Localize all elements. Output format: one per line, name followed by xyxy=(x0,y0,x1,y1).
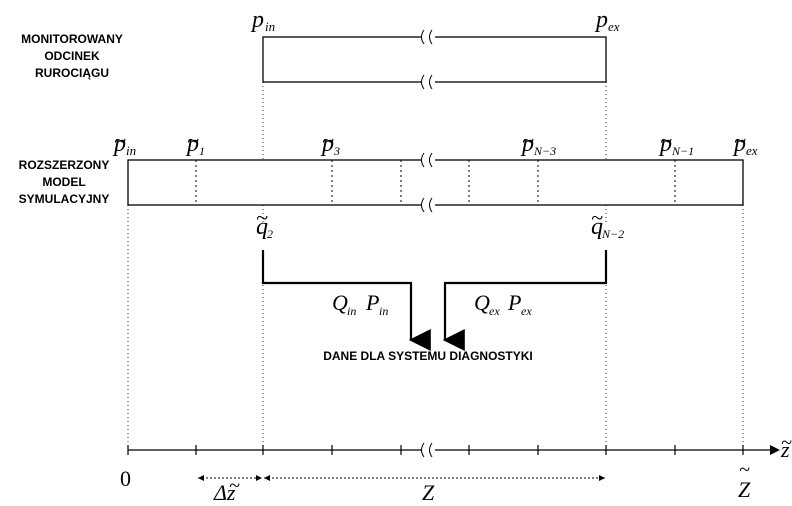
svg-text:p: p xyxy=(594,7,608,33)
symbol-qt-2: ~ q 2 xyxy=(256,205,273,241)
axis-ticks xyxy=(127,445,744,455)
svg-text:ex: ex xyxy=(489,304,500,318)
extended-label-line1: ROZSZERZONY xyxy=(19,158,110,172)
symbol-p-in: p in xyxy=(250,7,275,34)
svg-text:~: ~ xyxy=(114,128,126,153)
inlet-data-arrow xyxy=(261,250,431,351)
svg-text:ex: ex xyxy=(608,19,620,34)
svg-text:~: ~ xyxy=(256,205,268,230)
outlet-data-arrow xyxy=(442,250,608,351)
svg-text:~: ~ xyxy=(322,128,334,153)
symbol-P-ex: P ex xyxy=(507,290,532,318)
svg-text:~: ~ xyxy=(781,432,792,454)
symbol-pt-3: ~ p 3 xyxy=(320,128,340,158)
svg-text:Δz: Δz xyxy=(213,480,236,505)
monitored-label-line3: RUROCIĄGU xyxy=(35,66,109,80)
svg-text:ex: ex xyxy=(746,143,758,158)
svg-text:in: in xyxy=(347,304,356,318)
svg-text:in: in xyxy=(126,143,136,158)
diagnostic-data-label: DANE DLA SYSTEMU DIAGNOSTYKI xyxy=(323,349,533,363)
svg-text:~: ~ xyxy=(734,128,746,153)
extended-model-box xyxy=(127,159,744,206)
symbol-p-ex: p ex xyxy=(594,7,620,34)
svg-text:p: p xyxy=(320,131,334,157)
svg-text:~: ~ xyxy=(660,128,672,153)
svg-text:N−1: N−1 xyxy=(671,144,694,158)
svg-text:1: 1 xyxy=(199,144,205,158)
svg-text:P: P xyxy=(365,290,379,315)
svg-text:Q: Q xyxy=(474,290,490,315)
svg-text:Z: Z xyxy=(738,477,751,502)
symbol-Q-in: Q in xyxy=(332,290,356,318)
svg-text:3: 3 xyxy=(333,144,340,158)
extended-label-line2: MODEL xyxy=(42,175,85,189)
svg-text:2: 2 xyxy=(267,227,273,241)
delta-z-dimension: ~ Δz xyxy=(198,475,262,505)
svg-text:~: ~ xyxy=(739,459,750,481)
svg-text:q: q xyxy=(591,214,603,240)
break-mark-middle xyxy=(421,152,435,213)
svg-text:~: ~ xyxy=(591,205,603,230)
model-node-dividers xyxy=(195,160,676,205)
break-mark-top xyxy=(421,29,435,90)
symbol-pt-in: ~ p in xyxy=(112,128,136,158)
svg-text:z: z xyxy=(780,437,790,462)
svg-text:Z: Z xyxy=(422,480,435,505)
svg-text:N−2: N−2 xyxy=(601,227,624,241)
svg-text:in: in xyxy=(379,304,388,318)
symbol-P-in: P in xyxy=(365,290,388,318)
monitored-label-line1: MONITOROWANY xyxy=(21,32,123,46)
symbol-qt-N2: ~ q N−2 xyxy=(591,205,624,241)
svg-text:N−3: N−3 xyxy=(533,144,556,158)
symbol-Q-ex: Q ex xyxy=(474,290,500,318)
svg-text:ex: ex xyxy=(521,304,532,318)
symbol-pt-ex: ~ p ex xyxy=(732,128,758,158)
vertical-guides xyxy=(127,82,744,450)
symbol-pt-N3: ~ p N−3 xyxy=(520,128,556,158)
z-axis-arrowhead xyxy=(770,445,780,455)
break-mark-axis xyxy=(421,442,435,458)
svg-text:q: q xyxy=(256,214,268,240)
extended-label-line3: SYMULACYJNY xyxy=(19,192,110,206)
Z-dimension: Z xyxy=(264,475,605,505)
symbol-pt-N1: ~ p N−1 xyxy=(658,128,694,158)
svg-text:P: P xyxy=(507,290,521,315)
axis-z-label: ~ z xyxy=(780,432,792,462)
svg-text:~: ~ xyxy=(187,128,199,153)
svg-text:p: p xyxy=(112,131,126,157)
symbol-pt-1: ~ p 1 xyxy=(185,128,205,158)
svg-text:in: in xyxy=(265,19,275,34)
svg-text:p: p xyxy=(185,131,199,157)
svg-text:p: p xyxy=(250,7,264,33)
svg-text:~: ~ xyxy=(522,128,534,153)
svg-text:Q: Q xyxy=(332,290,348,315)
svg-text:p: p xyxy=(658,131,672,157)
svg-text:~: ~ xyxy=(229,475,240,497)
svg-text:p: p xyxy=(520,131,534,157)
axis-origin-label: 0 xyxy=(120,466,131,491)
monitored-label-line2: ODCINEK xyxy=(44,49,100,63)
svg-text:p: p xyxy=(732,131,746,157)
Z-tilde-label: ~ Z xyxy=(738,459,751,502)
